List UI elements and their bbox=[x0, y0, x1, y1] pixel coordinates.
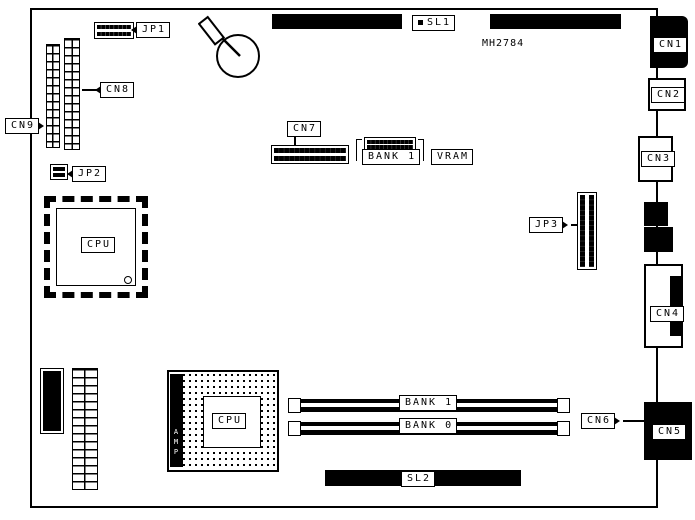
qfp-pin1-dot bbox=[124, 276, 132, 284]
cn3-label: CN3 bbox=[641, 151, 676, 167]
cn7-pin-header bbox=[271, 145, 349, 164]
dip-switch-block bbox=[40, 368, 64, 434]
vram-label: VRAM bbox=[431, 149, 474, 165]
jp3-leader-line bbox=[571, 224, 578, 226]
bracket-mark-right bbox=[418, 139, 424, 161]
jp1-label: JP1 bbox=[130, 22, 171, 38]
vram-bank1-label: BANK 1 bbox=[362, 149, 421, 165]
cn6-leader-line bbox=[623, 420, 645, 422]
pga-cpu-label: CPU bbox=[212, 413, 247, 429]
cn4-label: CN4 bbox=[650, 306, 685, 322]
cn8-leader-line bbox=[82, 89, 100, 91]
cn2-label: CN2 bbox=[651, 87, 686, 103]
cn8-connector bbox=[64, 38, 80, 150]
part-number-text: MH2784 bbox=[482, 38, 525, 49]
sl1-slot-right-segment bbox=[490, 14, 621, 29]
sl1-label-text: SL1 bbox=[427, 17, 452, 28]
jp2-label: JP2 bbox=[66, 166, 107, 182]
jp1-pin-header bbox=[94, 22, 134, 39]
simm1-clip-left bbox=[288, 398, 301, 413]
cn9-connector bbox=[46, 44, 60, 148]
cn5-label: CN5 bbox=[652, 424, 687, 440]
amp-brand-text: AMP bbox=[172, 428, 180, 458]
simm-bank0-label: BANK 0 bbox=[399, 418, 458, 434]
cn6-label: CN6 bbox=[581, 413, 621, 429]
coin-battery-icon bbox=[198, 15, 260, 78]
cn7-leader-line bbox=[294, 136, 296, 146]
sl1-label: SL1 bbox=[412, 15, 456, 31]
qfp-cpu-label: CPU bbox=[81, 237, 116, 253]
sl1-key-square bbox=[418, 19, 423, 25]
bracket-mark-left bbox=[356, 139, 362, 161]
audio-jack-upper bbox=[644, 202, 668, 226]
simm1-clip-right bbox=[557, 398, 570, 413]
cn9-label: CN9 bbox=[5, 118, 45, 134]
simm0-clip-left bbox=[288, 421, 301, 436]
cn7-label: CN7 bbox=[287, 121, 322, 137]
jp3-label: JP3 bbox=[529, 217, 569, 233]
cn8-label: CN8 bbox=[94, 82, 135, 98]
simm-bank1-label: BANK 1 bbox=[399, 395, 458, 411]
sl2-label: SL2 bbox=[401, 471, 436, 487]
pga-amp-bar bbox=[170, 374, 183, 467]
bottom-left-connector-strip bbox=[72, 368, 98, 490]
jp3-pin-header bbox=[577, 192, 597, 270]
simm0-clip-right bbox=[557, 421, 570, 436]
audio-jack-lower bbox=[644, 227, 673, 252]
jp2-pin-header bbox=[50, 164, 68, 180]
sl1-slot-left-segment bbox=[272, 14, 402, 29]
cn1-label: CN1 bbox=[653, 37, 688, 53]
